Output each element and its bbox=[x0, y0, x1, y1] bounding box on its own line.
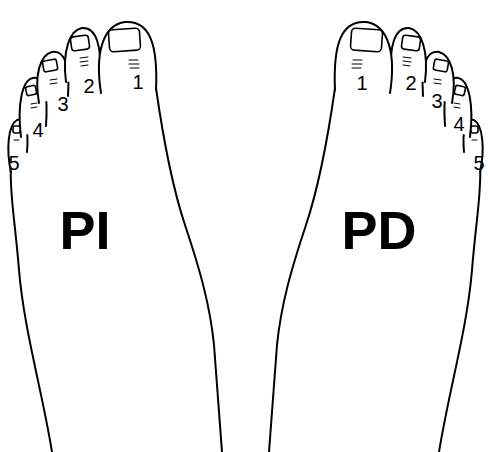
toenails bbox=[13, 28, 141, 133]
foot-body bbox=[11, 70, 222, 452]
toe-creases bbox=[14, 57, 139, 140]
toe-number: 5 bbox=[8, 153, 19, 173]
toe-number: 3 bbox=[57, 94, 68, 114]
toe-number: 1 bbox=[356, 73, 367, 93]
toe-number: 2 bbox=[83, 76, 94, 96]
foot-outline bbox=[8, 22, 222, 452]
foot-mirrored bbox=[269, 22, 483, 452]
toe-number: 5 bbox=[473, 153, 484, 173]
toe bbox=[99, 22, 156, 93]
toe bbox=[65, 28, 100, 82]
foot-label: PD bbox=[341, 203, 416, 257]
toe-number: 2 bbox=[405, 73, 416, 93]
foot-label: PI bbox=[59, 203, 110, 257]
toe-number: 3 bbox=[431, 91, 442, 111]
toe-number: 1 bbox=[132, 72, 143, 92]
toe-number: 4 bbox=[453, 114, 464, 134]
toe-number: 4 bbox=[32, 120, 43, 140]
